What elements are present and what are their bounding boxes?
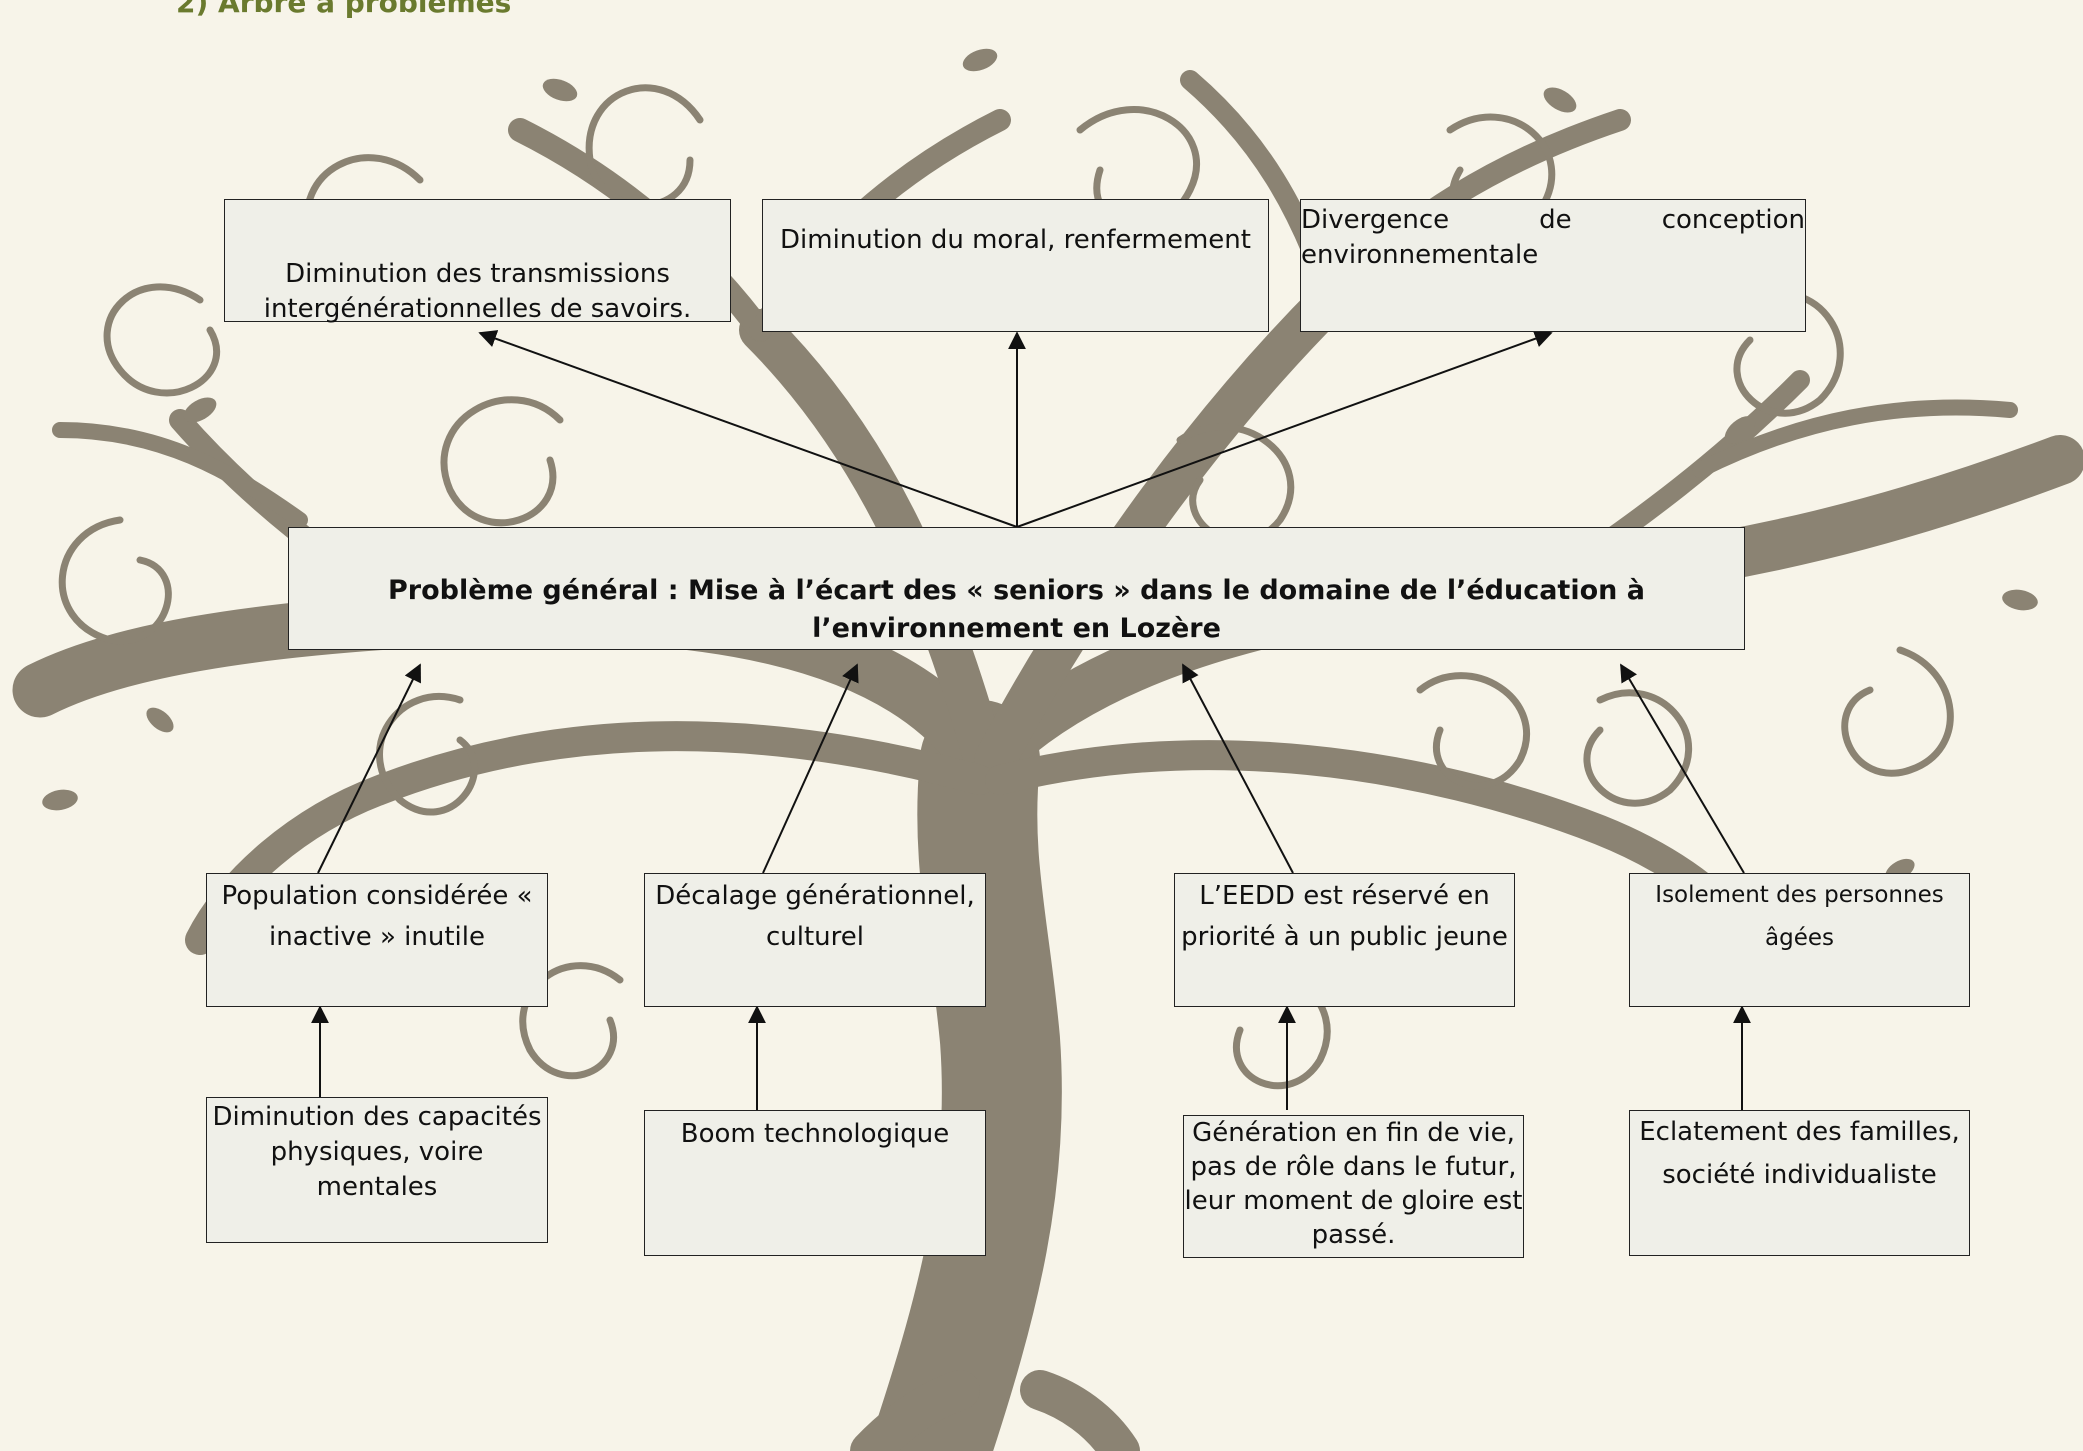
root-box-eclatement: Eclatement des familles, société individ… xyxy=(1629,1110,1970,1256)
root-box-capacites: Diminution des capacités physiques, voir… xyxy=(206,1097,548,1243)
root-label: Boom technologique xyxy=(680,1119,950,1149)
effect-label: Diminution du moral, renfermement xyxy=(780,225,1251,255)
cause-box-isolement: Isolement des personnes âgées xyxy=(1629,873,1970,1007)
arrow-from-cause-isolement xyxy=(1620,663,1745,874)
root-box-generation: Génération en fin de vie, pas de rôle da… xyxy=(1183,1115,1524,1258)
effect-box-moral: Diminution du moral, renfermement xyxy=(762,199,1269,332)
central-problem-box: Problème général : Mise à l’écart des « … xyxy=(288,527,1745,650)
root-label: Génération en fin de vie, pas de rôle da… xyxy=(1184,1118,1523,1250)
cause-label: Isolement des personnes âgées xyxy=(1655,882,1944,951)
arrow-to-effect-divergence xyxy=(1016,330,1553,528)
central-problem-label: Problème général : Mise à l’écart des « … xyxy=(388,575,1645,644)
effect-box-transmissions: Diminution des transmissions intergénéra… xyxy=(224,199,731,324)
arrow-from-cause-eedd xyxy=(1182,663,1294,874)
root-label: Diminution des capacités physiques, voir… xyxy=(212,1102,542,1202)
arrow-to-effect-transmissions xyxy=(478,330,1018,528)
cause-box-population: Population considérée « inactive » inuti… xyxy=(206,873,548,1007)
effect-label: Diminution des transmissions intergénéra… xyxy=(263,259,692,324)
root-box-boom: Boom technologique xyxy=(644,1110,986,1256)
diagram-heading: 2) Arbre à problèmes xyxy=(176,0,512,19)
effect-box-divergence: Divergence de conception environnemental… xyxy=(1300,199,1806,332)
root-label: Eclatement des familles, société individ… xyxy=(1639,1117,1960,1190)
arrow-from-cause-decalage xyxy=(762,663,859,874)
cause-label: Décalage générationnel, culturel xyxy=(655,881,975,952)
cause-box-decalage: Décalage générationnel, culturel xyxy=(644,873,986,1007)
cause-box-eedd: L’EEDD est réservé en priorité à un publ… xyxy=(1174,873,1515,1007)
cause-label: Population considérée « inactive » inuti… xyxy=(221,881,533,952)
cause-label: L’EEDD est réservé en priorité à un publ… xyxy=(1181,881,1508,952)
arrow-from-cause-population xyxy=(317,663,421,874)
effect-label: Divergence de conception environnemental… xyxy=(1301,205,1805,270)
